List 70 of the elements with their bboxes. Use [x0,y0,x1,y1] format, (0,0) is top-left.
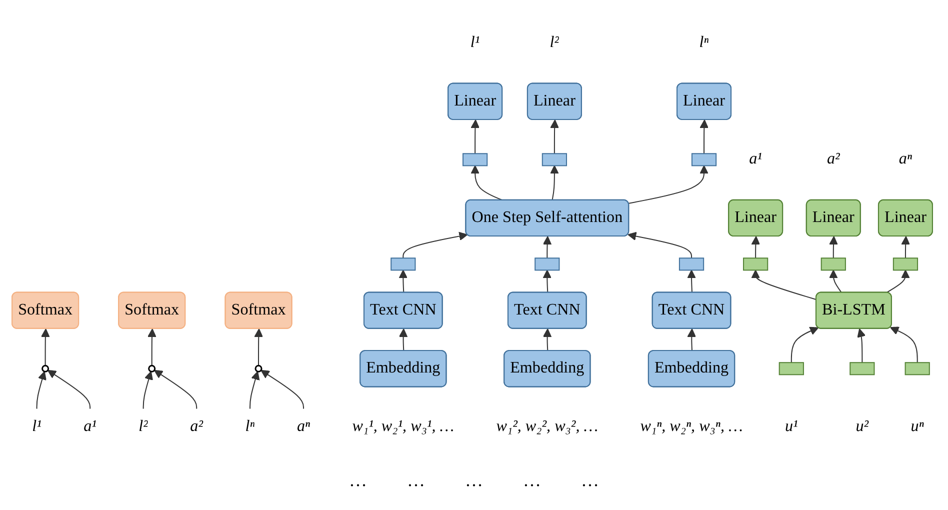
arrow [829,236,838,258]
node-text: a² [190,418,204,435]
arrow [154,370,198,409]
node-bar [778,362,804,376]
arrow [398,328,408,352]
arrow [148,328,156,366]
ellipsis-text: … [581,470,599,491]
arrow [402,232,468,258]
arrow [751,236,760,258]
node-bar [820,258,846,271]
node-label: l² [550,34,560,52]
node-circle [42,364,50,372]
ellipsis-text: … [523,470,541,491]
arrow [47,370,91,409]
arrow [36,371,46,409]
arrow [542,270,552,293]
node-text: l² [138,418,148,435]
arrow [687,270,696,293]
arrow [550,165,559,200]
arrow [790,326,819,363]
arrow [886,270,910,294]
node-bar [390,258,416,271]
arrow [700,120,709,154]
arrow [470,120,480,154]
arrow [142,371,153,409]
ellipsis-text: … [407,470,425,491]
arrow [542,328,552,352]
node-label: a¹ [749,150,762,168]
node-bar [904,362,930,376]
node-bar [850,362,875,376]
node-label: a² [826,150,840,168]
arrow [828,270,842,294]
node-bar [743,258,768,271]
node-bar [542,153,567,166]
arrow [249,371,260,409]
node-text: lⁿ [245,418,255,435]
arrow [628,165,708,204]
node-label: w₁², w₂², w₃², … [496,418,598,435]
arrow [901,236,910,258]
node-label: l¹ [470,34,480,52]
node-bar [678,258,704,271]
node-text: l¹ [32,418,42,435]
node-label: w₁¹, w₂¹, w₃¹, … [352,418,454,435]
arrow [890,326,918,363]
arrow [398,270,408,293]
arrow [41,328,50,366]
arrow [542,236,552,258]
arrow [550,120,559,154]
node-text: a¹ [84,418,96,435]
node-label: uⁿ [910,418,924,435]
arrow [687,328,696,352]
node-bar [462,153,488,166]
node-bar [892,258,918,271]
node-bar [534,258,560,271]
node-circle [148,364,156,372]
ellipsis-text: … [465,470,483,491]
node-label: aⁿ [898,150,912,168]
arrow [751,270,817,300]
ellipsis-text: … [349,470,367,491]
node-label: u¹ [784,418,798,435]
node-text: aⁿ [296,418,310,435]
node-circle [254,364,262,372]
arrow [260,370,304,409]
node-label: w₁ⁿ, w₂ⁿ, w₃ⁿ, … [640,418,743,435]
arrow [857,328,866,363]
node-label: lⁿ [699,34,709,52]
node-bar [691,153,717,166]
arrow [628,232,692,258]
arrow [254,328,264,366]
node-label: u² [856,418,869,435]
